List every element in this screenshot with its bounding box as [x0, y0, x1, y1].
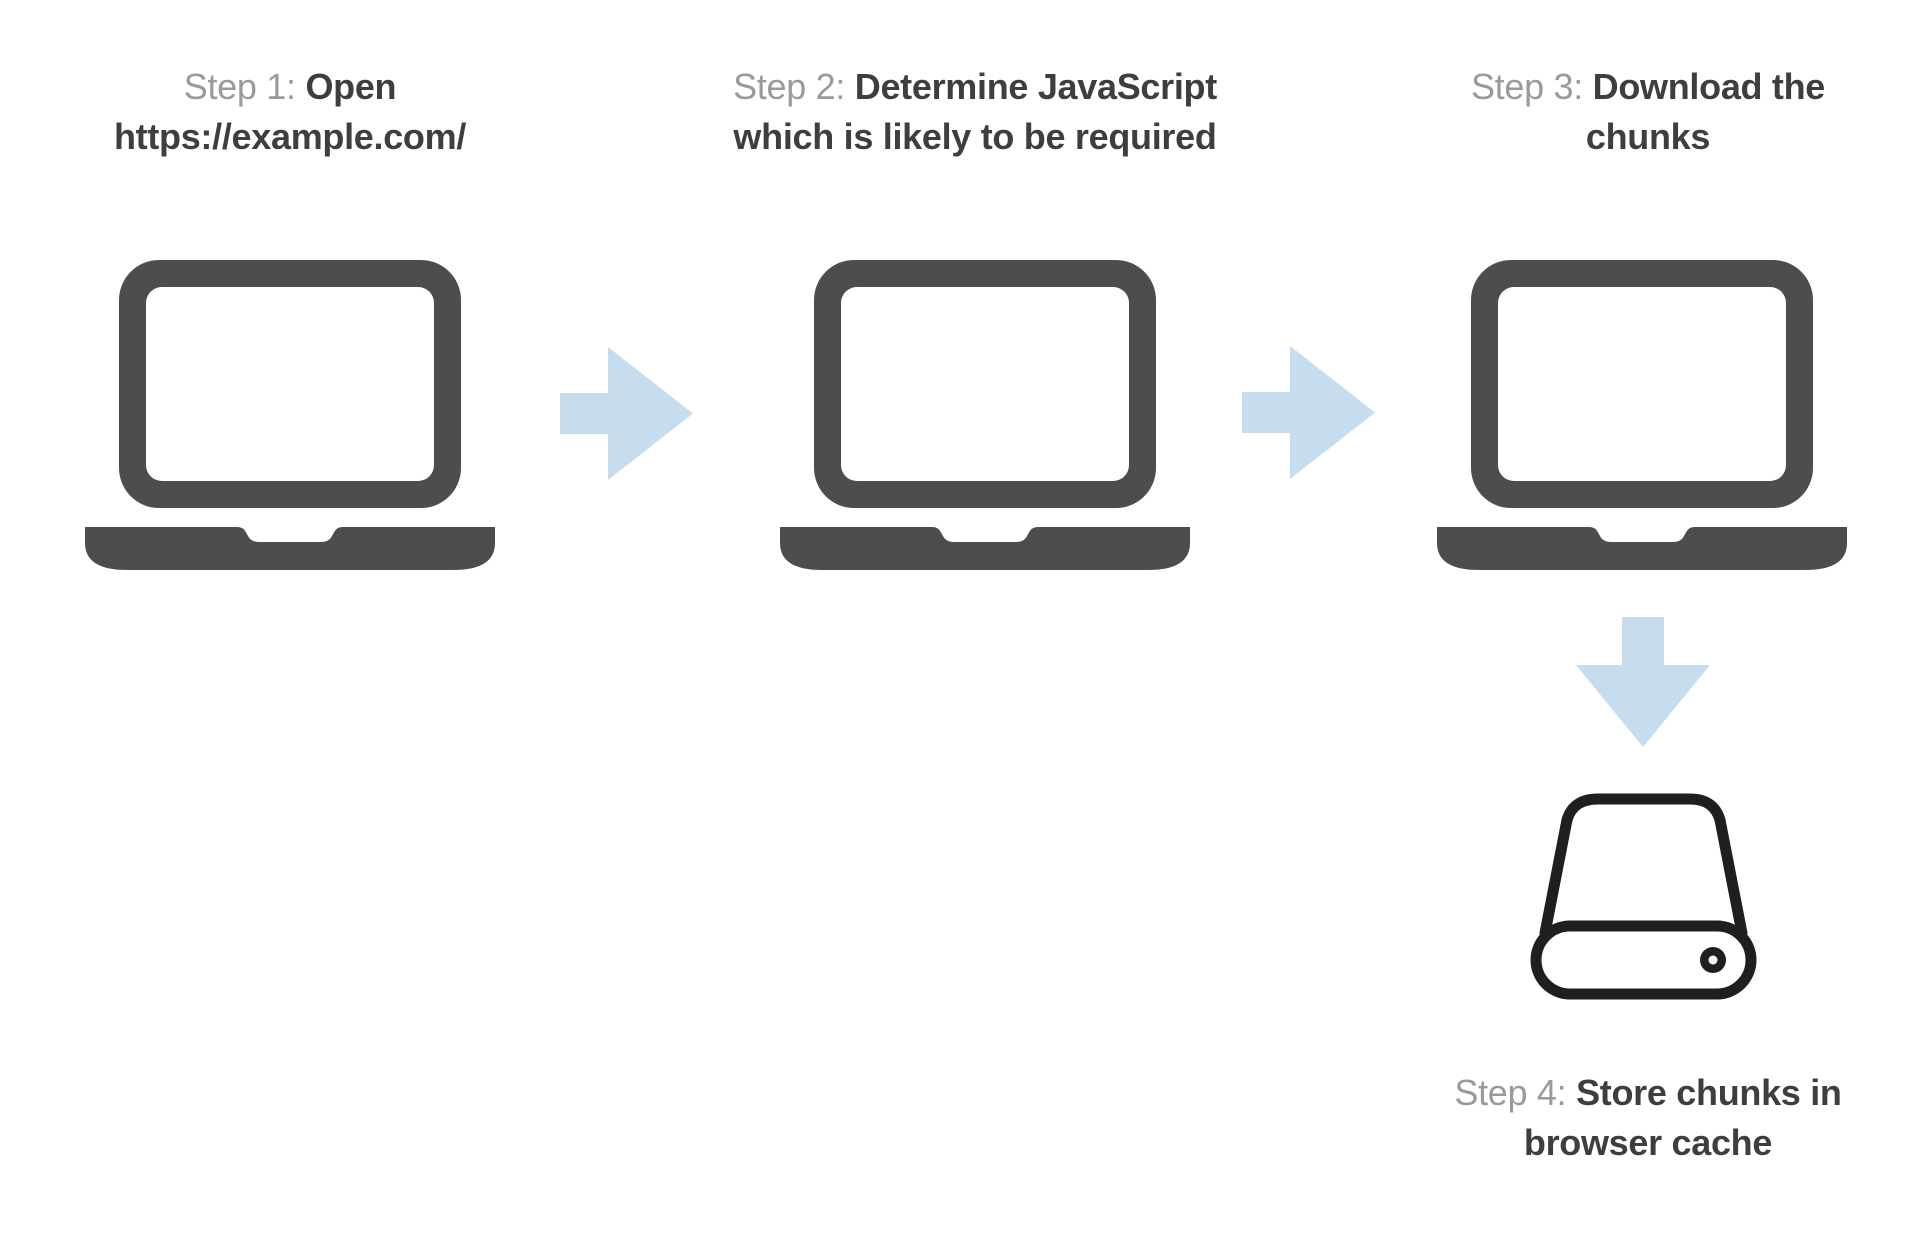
step-2-title: Determine JavaScript which is likely to …: [733, 66, 1217, 157]
connector-1-2: [560, 347, 693, 480]
step-4-label: Step 4: Store chunks in browser cache: [1448, 1068, 1848, 1168]
step-3-label: Step 3: Download the chunks: [1418, 62, 1878, 162]
step-2-prefix: Step 2:: [733, 66, 846, 107]
hard-drive-icon: [1530, 793, 1757, 1000]
laptop-icon: [85, 260, 495, 570]
step-1-laptop: [85, 255, 495, 570]
step-4-drive: [1530, 793, 1757, 1000]
connector-2-3: [1242, 346, 1375, 479]
step-4-title: Store chunks in browser cache: [1523, 1072, 1842, 1163]
laptop-icon: [1437, 260, 1847, 570]
step-1-label: Step 1: Open https://example.com/: [40, 62, 540, 162]
arrow-down-icon: [1576, 617, 1710, 747]
step-2-laptop: [780, 255, 1190, 570]
laptop-icon: [780, 260, 1190, 570]
connector-3-4: [1576, 617, 1710, 747]
step-4-prefix: Step 4:: [1454, 1072, 1567, 1113]
step-3-laptop: [1437, 255, 1847, 570]
step-3-title: Download the chunks: [1585, 66, 1826, 157]
step-3-prefix: Step 3:: [1470, 66, 1583, 107]
step-1-title: Open https://example.com/: [113, 66, 467, 157]
arrow-right-icon: [1242, 346, 1375, 479]
step-1-prefix: Step 1:: [183, 66, 296, 107]
step-2-label: Step 2: Determine JavaScript which is li…: [690, 62, 1260, 162]
arrow-right-icon: [560, 347, 693, 480]
